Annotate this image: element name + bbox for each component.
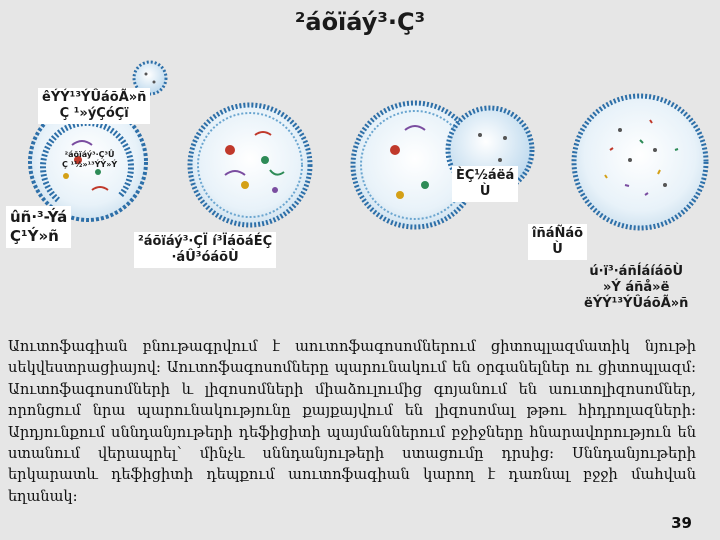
label-digestion: îñáÑáõ Ù — [528, 224, 588, 260]
page-number: 39 — [671, 514, 692, 532]
label-phagophore-inner: ²áõïáý³·Ç³Û Ç ¹½»¹³ÝÝ»Ý — [62, 150, 118, 169]
label-fusion: ÈÇ½áëá Ù — [452, 166, 519, 202]
autolysosome-stage — [571, 93, 709, 231]
label-breakdown: ú·ï³·áñÍáíáõÙ »Ý áñå»ë ëÝÝ¹³ÝÛáõÃ»ñ — [584, 264, 689, 311]
slide-title: ²áõïáý³·Ç³ — [294, 8, 426, 36]
autophagy-diagram — [28, 60, 709, 231]
label-autophagosome: ²áõïáý³·ÇÏ í³ÏáõáÉÇ ·áÛ³óáõÙ — [134, 232, 277, 268]
label-cytoplasm: ûñ·³-Ýá Ç¹Ý»ñ — [6, 206, 72, 248]
autophagosome-stage — [187, 102, 313, 228]
body-paragraph: Աուտոֆագիան բնութագրվում է աուտոֆագոսոմն… — [8, 338, 696, 505]
label-primary-lysosome: êÝÝ¹³ÝÛáõÃ»ñ Ç ¹»ýÇóÇï — [38, 88, 151, 124]
fusion-stage — [350, 100, 535, 230]
